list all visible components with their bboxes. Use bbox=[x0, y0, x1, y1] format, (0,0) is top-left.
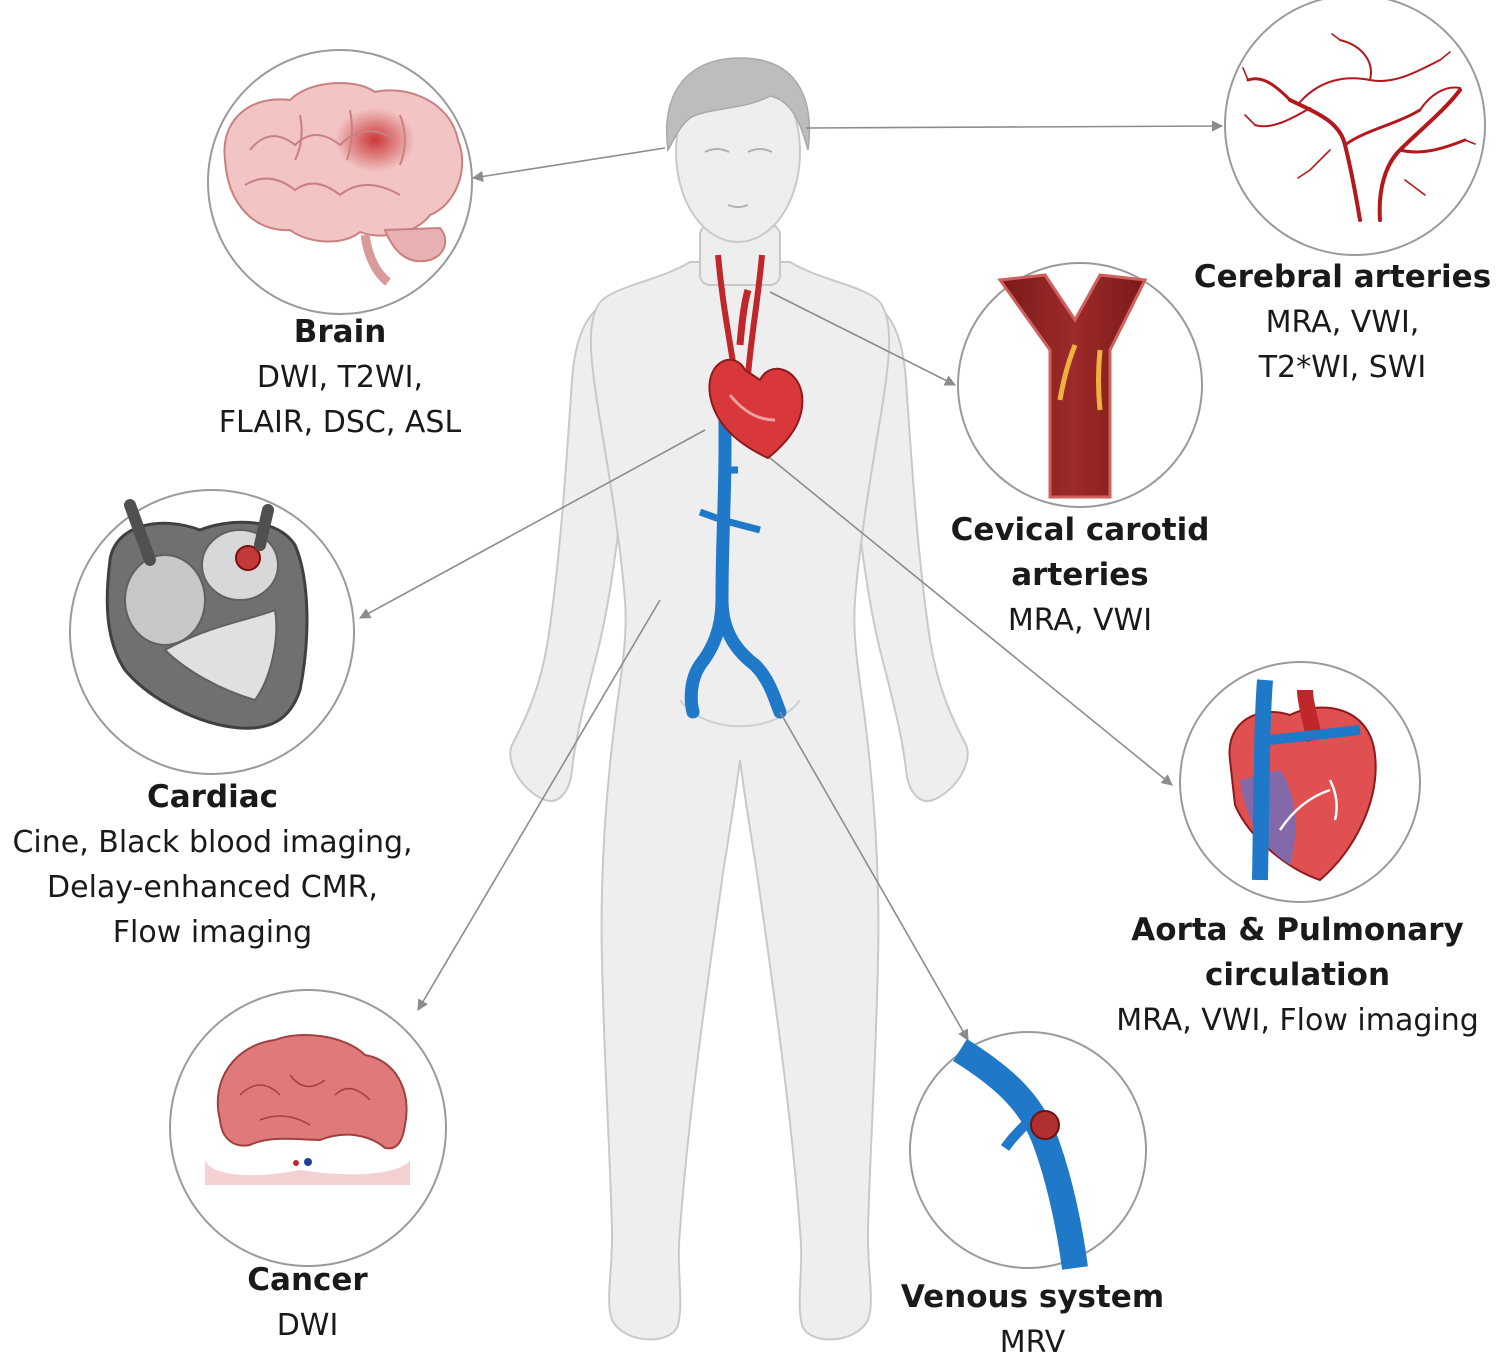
carotid-circle bbox=[957, 262, 1203, 508]
venous-circle bbox=[909, 1031, 1147, 1270]
arrow-to-cardiac bbox=[359, 429, 706, 619]
carotid-vessel-icon bbox=[997, 273, 1148, 499]
cerebral-arteries-modality-line: MRA, VWI, bbox=[1265, 305, 1420, 340]
arrow-to-cancer bbox=[417, 599, 661, 1011]
arrow-to-cerebral-arteries bbox=[805, 120, 1224, 132]
brain-label: Brain DWI, T2WI, FLAIR, DSC, ASL bbox=[160, 310, 520, 445]
brain-title: Brain bbox=[293, 314, 387, 350]
cardiac-label: Cardiac Cine, Black blood imaging, Delay… bbox=[0, 775, 425, 955]
brain-circle bbox=[207, 49, 473, 315]
cerebral-arteries-circle bbox=[1224, 0, 1486, 256]
venous-label: Venous system MRV bbox=[880, 1275, 1185, 1355]
cancer-title: Cancer bbox=[247, 1262, 368, 1298]
left-arm bbox=[509, 298, 630, 802]
connector-arrows bbox=[359, 120, 1224, 1041]
brain-modality-line: FLAIR, DSC, ASL bbox=[218, 405, 462, 440]
cardiac-title: Cardiac bbox=[146, 779, 279, 815]
arrow-to-brain bbox=[471, 147, 666, 182]
aorta-title-line: circulation bbox=[1204, 957, 1391, 993]
artery-tree-icon bbox=[1242, 33, 1476, 222]
cancer-circle bbox=[169, 989, 447, 1267]
vein-system bbox=[684, 363, 787, 719]
carotid-title-line: Cevical carotid bbox=[950, 512, 1210, 548]
tumor-icon bbox=[205, 1034, 410, 1185]
carotid-label: Cevical carotid arteries MRA, VWI bbox=[930, 508, 1230, 643]
heart-cross-section-icon bbox=[105, 499, 309, 730]
cerebral-arteries-modality-line: T2*WI, SWI bbox=[1258, 350, 1427, 385]
arrow-to-venous bbox=[779, 711, 969, 1041]
aorta-title-line: Aorta & Pulmonary bbox=[1131, 912, 1464, 948]
brain-icon bbox=[223, 82, 464, 286]
venous-title: Venous system bbox=[900, 1279, 1165, 1315]
arrow-to-carotid bbox=[769, 291, 957, 386]
body-heart-icon bbox=[708, 288, 804, 460]
cerebral-arteries-title: Cerebral arteries bbox=[1193, 259, 1492, 295]
vein-thrombus-icon bbox=[953, 1038, 1088, 1270]
cerebral-arteries-label: Cerebral arteries MRA, VWI, T2*WI, SWI bbox=[1185, 255, 1500, 390]
carotid-title-line: arteries bbox=[1011, 557, 1149, 593]
aorta-label: Aorta & Pulmonary circulation MRA, VWI, … bbox=[1095, 908, 1500, 1043]
heart-circulation-icon bbox=[1228, 679, 1377, 882]
cardiac-modality-line: Flow imaging bbox=[112, 915, 313, 950]
brain-modality-line: DWI, T2WI, bbox=[256, 360, 424, 395]
human-body-figure bbox=[509, 57, 969, 1341]
cancer-modality-line: DWI bbox=[276, 1308, 339, 1343]
cardiac-circle bbox=[69, 489, 355, 775]
carotid-modality-line: MRA, VWI bbox=[1007, 603, 1153, 638]
cancer-label: Cancer DWI bbox=[200, 1258, 415, 1348]
cardiac-modality-line: Delay-enhanced CMR, bbox=[47, 870, 378, 905]
aorta-modality-line: MRA, VWI, Flow imaging bbox=[1116, 1003, 1479, 1038]
torso-and-legs bbox=[589, 261, 891, 1341]
aorta-circle bbox=[1179, 661, 1421, 903]
arrow-to-aorta bbox=[769, 457, 1173, 786]
hair bbox=[666, 57, 811, 153]
venous-modality-line: MRV bbox=[999, 1325, 1066, 1355]
cardiac-modality-line: Cine, Black blood imaging, bbox=[12, 825, 413, 860]
